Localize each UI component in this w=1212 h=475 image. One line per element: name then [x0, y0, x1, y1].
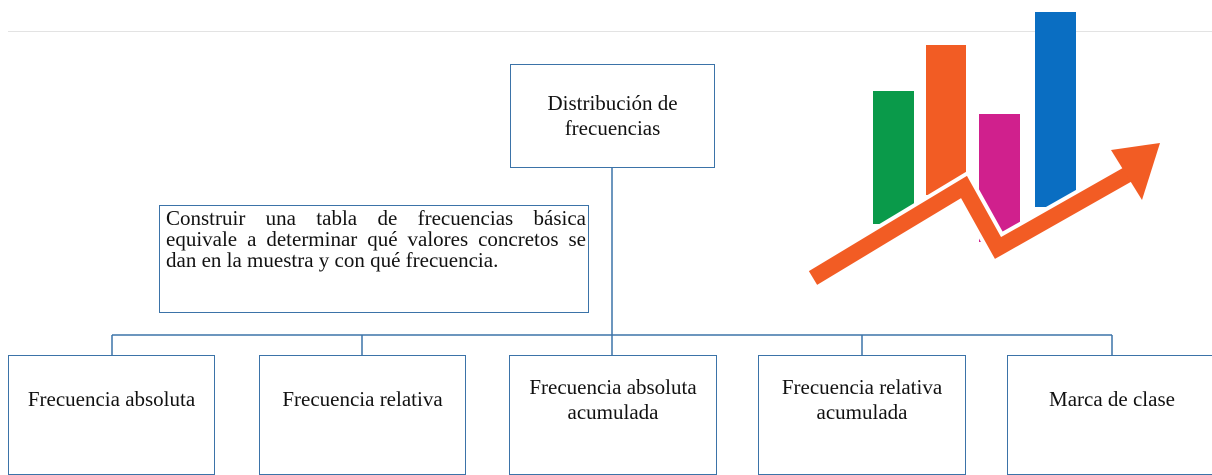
child-node-marca-de-clase: Marca de clase: [1007, 355, 1212, 475]
icon-bar-green: [873, 91, 914, 224]
child-node-label: Frecuencia relativa acumulada: [781, 374, 943, 424]
child-node-frecuencia-relativa-acumulada: Frecuencia relativa acumulada: [758, 355, 966, 475]
icon-bar-blue: [1035, 12, 1076, 207]
icon-arrow-head: [1111, 143, 1160, 200]
child-node-label: Frecuencia absoluta: [27, 387, 196, 412]
growth-chart-icon: [808, 12, 1160, 285]
root-node: Distribución de frecuencias: [510, 64, 715, 168]
description-note: Construir una tabla de frecuencias básic…: [159, 205, 589, 313]
top-divider: [8, 31, 1212, 32]
child-node-frecuencia-absoluta: Frecuencia absoluta: [8, 355, 215, 475]
description-note-text: Construir una tabla de frecuencias básic…: [166, 206, 586, 272]
connector-lines: [111, 168, 1113, 355]
icon-arrow-line: [808, 165, 1136, 285]
child-node-frecuencia-absoluta-acumulada: Frecuencia absoluta acumulada: [509, 355, 717, 475]
child-node-label: Frecuencia absoluta acumulada: [529, 374, 697, 424]
child-node-frecuencia-relativa: Frecuencia relativa: [259, 355, 466, 475]
root-node-label: Distribución de frecuencias: [547, 90, 678, 140]
child-node-label: Marca de clase: [1049, 387, 1175, 412]
child-node-label: Frecuencia relativa: [282, 387, 443, 412]
icon-bar-orange: [926, 45, 966, 195]
